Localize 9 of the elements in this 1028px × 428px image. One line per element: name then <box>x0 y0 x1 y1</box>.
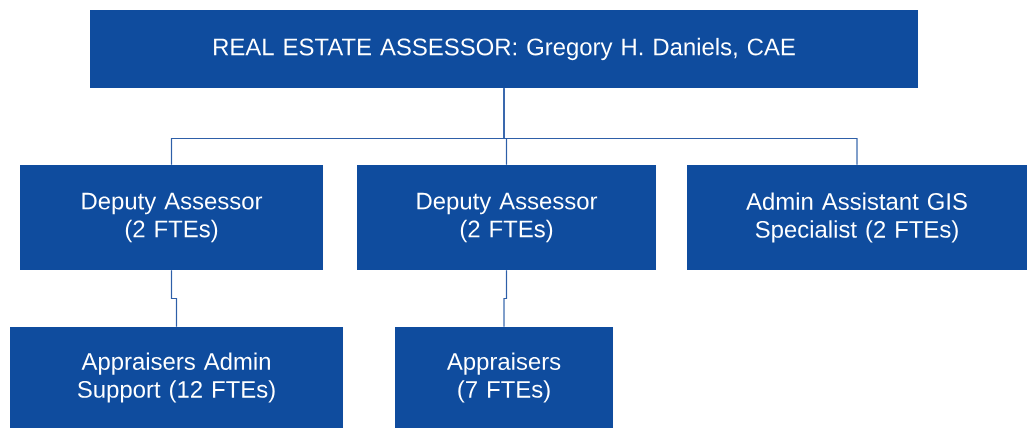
org-box: Deputy Assessor (2 FTEs) <box>357 165 656 270</box>
org-box: Admin Assistant GIS Specialist (2 FTEs) <box>687 165 1027 270</box>
connector-line <box>170 269 178 328</box>
org-box: REAL ESTATE ASSESSOR: Gregory H. Daniels, CAE <box>90 10 918 88</box>
connector-line <box>503 87 858 166</box>
connector-line <box>503 269 508 328</box>
org-box: Appraisers (7 FTEs) <box>395 327 613 428</box>
org-box: Deputy Assessor (2 FTEs) <box>20 165 323 270</box>
org-box: Appraisers Admin Support (12 FTEs) <box>10 327 343 428</box>
